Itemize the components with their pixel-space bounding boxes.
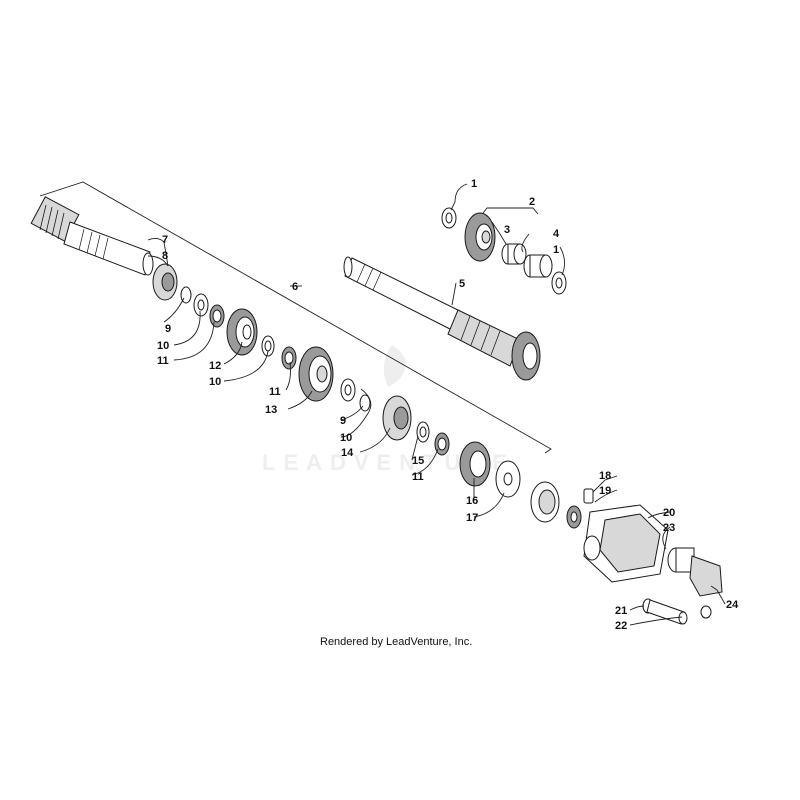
part-10-washer (193, 293, 209, 317)
callout-13: 13 (265, 404, 277, 416)
part-23-fitting (667, 547, 723, 597)
part-1-washer (551, 271, 567, 295)
part-1-washer (441, 207, 457, 229)
callout-22: 22 (615, 620, 627, 632)
callout-14: 14 (341, 447, 354, 459)
leader-lines (147, 183, 726, 626)
callout-5: 5 (459, 278, 465, 290)
part-2-gear (464, 212, 496, 262)
callout-11: 11 (157, 355, 169, 367)
part-11-bearing (434, 432, 450, 456)
credit-text: Rendered by LeadVenture, Inc. (320, 636, 472, 648)
callout-20: 20 (663, 507, 675, 519)
part-4-bushing (523, 254, 553, 278)
watermark-logo-icon (383, 345, 406, 387)
part-10-washer (340, 378, 356, 402)
part-8-hub (152, 263, 178, 301)
callout-23: 23 (663, 522, 675, 534)
part-18-pin (583, 488, 594, 504)
input-shaft (30, 196, 154, 276)
callout-11: 11 (412, 471, 424, 483)
callout-6: 6 (292, 281, 298, 293)
callout-15: 15 (412, 455, 424, 467)
callout-19: 19 (599, 485, 611, 497)
callout-18: 18 (599, 470, 611, 482)
callout-24: 24 (726, 599, 739, 611)
callout-labels: 1 2 3 4 1 5 6 7 8 9 10 11 12 10 11 13 9 … (157, 178, 739, 632)
group-6-bracket (39, 181, 552, 454)
callout-11: 11 (269, 386, 281, 398)
callout-1: 1 (471, 178, 477, 190)
part-10-washer (261, 335, 275, 357)
callout-10: 10 (157, 340, 169, 352)
callout-16: 16 (466, 495, 478, 507)
callout-10: 10 (209, 376, 221, 388)
bearing-assembly (530, 481, 582, 529)
callout-9: 9 (165, 323, 171, 335)
callout-8: 8 (162, 250, 168, 262)
part-3-bushing (501, 243, 527, 265)
callout-12: 12 (209, 360, 221, 372)
callout-3: 3 (504, 224, 510, 236)
callout-9: 9 (340, 415, 346, 427)
part-24-screw (700, 605, 712, 619)
part-21-bolt (642, 598, 688, 625)
part-11-bearing (209, 304, 225, 328)
part-20-housing (583, 504, 669, 583)
part-17-thrust-washer (495, 460, 521, 498)
callout-7: 7 (162, 234, 168, 246)
part-13-gear (298, 346, 334, 402)
callout-17: 17 (466, 512, 478, 524)
callout-21: 21 (615, 605, 627, 617)
group-2-bracket (482, 207, 539, 215)
callout-10: 10 (340, 432, 352, 444)
part-11-bearing (281, 346, 297, 370)
part-16-gear (459, 441, 491, 487)
callout-1: 1 (553, 244, 559, 256)
part-12-gear (226, 308, 258, 356)
output-shaft (343, 256, 541, 381)
callout-4: 4 (553, 228, 560, 240)
part-15-washer (416, 421, 430, 443)
callout-2: 2 (529, 196, 535, 208)
